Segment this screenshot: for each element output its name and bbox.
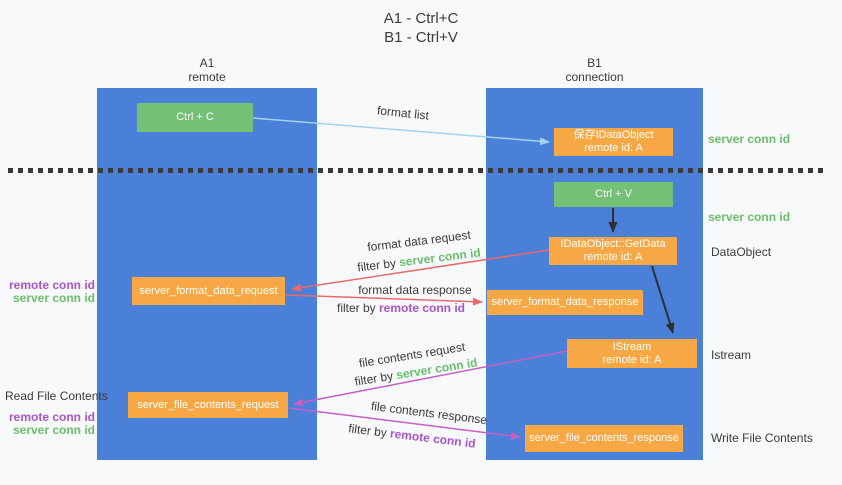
annotation-remote-conn-id-1: remote conn id [8, 278, 95, 292]
lane-b-header: B1 connection [486, 56, 703, 84]
remote-conn-id-text: remote conn id [379, 301, 466, 315]
annotation-server-conn-id-2: server conn id [12, 423, 95, 437]
annotation-read-file-contents: Read File Contents [5, 389, 108, 403]
node-idataobject-getdata: IDataObject::GetData remote id: A [549, 237, 677, 265]
lane-b-role: connection [565, 70, 624, 84]
lane-b-id: B1 [587, 56, 602, 70]
annotation-server-conn-id-top: server conn id [708, 132, 791, 146]
filter-by-prefix: filter by [347, 421, 392, 441]
node-save-idataobject-line1: 保存IDataObject [573, 129, 654, 141]
edge-label-format-list: format list [376, 103, 429, 122]
node-idataobject-getdata-line2: remote id: A [583, 251, 643, 263]
lane-a-id: A1 [199, 56, 215, 70]
annotation-server-conn-id-1: server conn id [12, 291, 95, 305]
annotation-dataobject: DataObject [711, 245, 772, 259]
title-line-1: A1 - Ctrl+C [383, 10, 459, 27]
node-istream-line2: remote id: A [602, 353, 662, 366]
edge-label-format-data-response-text: format data response [358, 283, 472, 297]
annotation-istream: Istream [711, 348, 752, 362]
annotation-conn-ids-file: remote conn id server conn id [5, 411, 95, 437]
machine-separator-dotted-line [8, 168, 823, 173]
node-istream-line1: IStream [612, 340, 652, 353]
node-server-format-data-request: server_format_data_request [132, 277, 285, 305]
lane-a-header: A1 remote [97, 56, 317, 84]
edge-label-format-data-response: format data response [358, 283, 471, 297]
annotation-write-file-contents: Write File Contents [711, 431, 813, 445]
node-ctrl-c: Ctrl + C [137, 103, 253, 132]
node-server-format-data-response: server_format_data_response [487, 290, 643, 315]
node-server-file-contents-request: server_file_contents_request [128, 392, 288, 418]
edge-label-file-contents-response: file contents response [370, 399, 488, 427]
node-ctrl-c-label: Ctrl + C [176, 111, 214, 123]
annotation-remote-conn-id-2: remote conn id [8, 410, 95, 424]
node-server-file-contents-request-label: server_file_contents_request [137, 398, 279, 411]
node-save-idataobject: 保存IDataObject remote id: A [554, 128, 673, 156]
title-line-2: B1 - Ctrl+V [384, 29, 458, 46]
annotation-conn-ids-format: remote conn id server conn id [5, 279, 95, 305]
edge-label-filter-by-remote-conn-id-2: filter by remote conn id [348, 421, 477, 450]
diagram-title: A1 - Ctrl+C B1 - Ctrl+V [0, 9, 842, 47]
edge-label-filter-by-remote-conn-id-1: filter by remote conn id [337, 301, 465, 315]
node-save-idataobject-line2: remote id: A [584, 142, 643, 154]
edge-label-file-contents-response-text: file contents response [370, 398, 488, 428]
node-ctrl-v: Ctrl + V [554, 182, 673, 207]
node-istream: IStream remote id: A [567, 339, 697, 368]
filter-by-prefix: filter by [336, 301, 379, 315]
node-idataobject-getdata-line1: IDataObject::GetData [560, 238, 666, 250]
remote-conn-id-text: remote conn id [389, 426, 477, 451]
lane-a-role: remote [188, 70, 226, 84]
edge-label-format-list-text: format list [376, 103, 430, 123]
node-server-format-data-response-label: server_format_data_response [491, 296, 639, 308]
filter-by-prefix: filter by [356, 255, 400, 275]
node-server-file-contents-response: server_file_contents_response [525, 425, 683, 452]
node-server-file-contents-response-label: server_file_contents_response [529, 432, 679, 444]
node-ctrl-v-label: Ctrl + V [595, 188, 632, 200]
annotation-server-conn-id-mid: server conn id [708, 210, 791, 224]
node-server-format-data-request-label: server_format_data_request [139, 284, 278, 297]
filter-by-prefix: filter by [353, 368, 398, 389]
